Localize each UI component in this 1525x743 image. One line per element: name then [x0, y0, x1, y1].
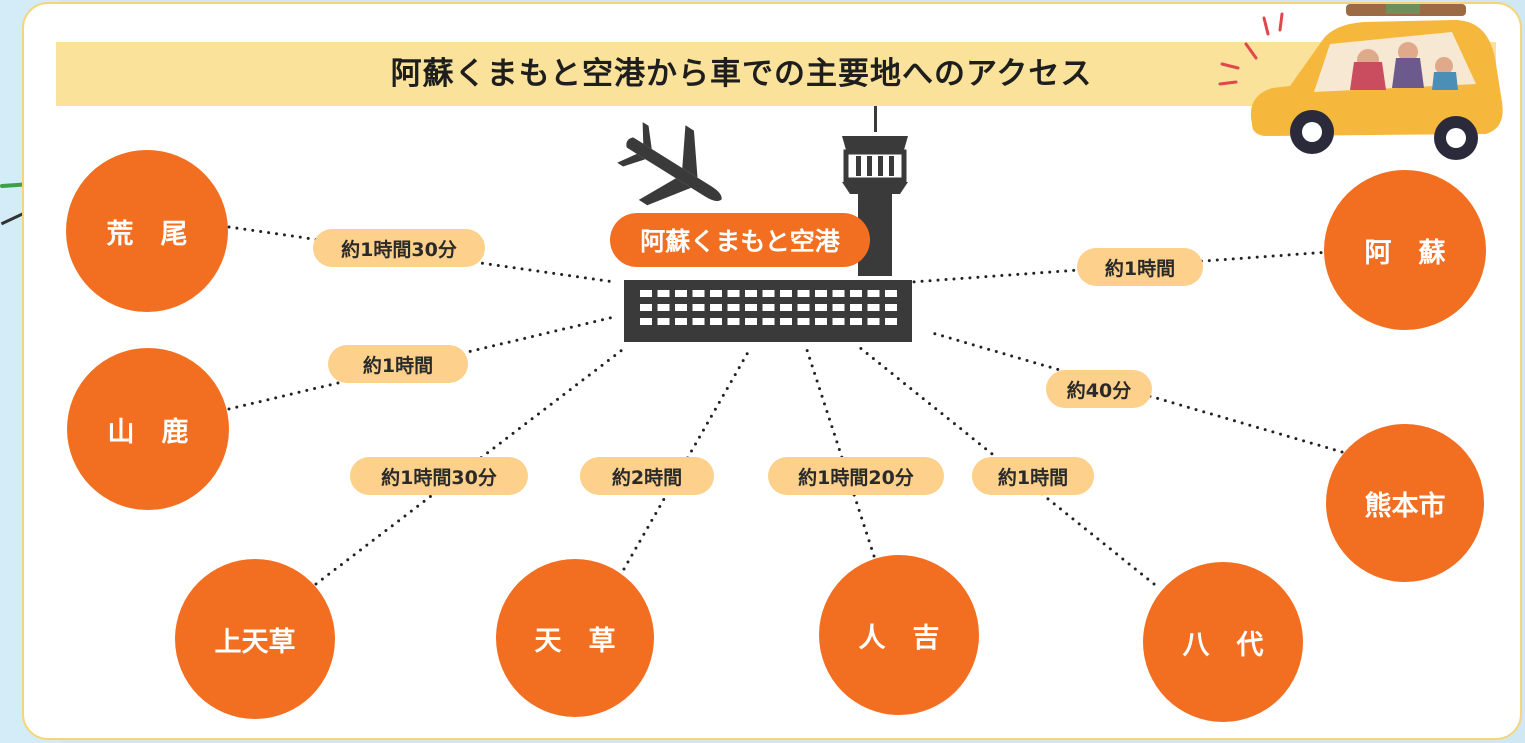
building-window [762, 318, 775, 325]
control-tower-icon [842, 106, 908, 276]
building-window [797, 304, 810, 311]
building-window [692, 304, 705, 311]
building-window [815, 290, 827, 297]
building-window [710, 290, 722, 297]
building-window [710, 318, 722, 325]
destination-node-yamaga: 山 鹿 [67, 348, 229, 510]
travel-time-hitoyoshi: 約1時間20分 [768, 457, 944, 495]
building-window [815, 318, 827, 325]
destination-node-kumamoto: 熊本市 [1326, 424, 1484, 582]
travel-time-kumamoto: 約40分 [1046, 370, 1152, 408]
building-window [867, 304, 880, 311]
connector-kamiamakusa [314, 345, 628, 586]
building-window [657, 290, 670, 297]
building-window [850, 304, 862, 311]
building-window [727, 318, 740, 325]
building-window [832, 290, 845, 297]
travel-time-yamaga: 約1時間 [328, 345, 468, 383]
building-window [762, 304, 775, 311]
building-window [727, 304, 740, 311]
page-title: 阿蘇くまもと空港から車での主要地へのアクセス [390, 56, 1093, 92]
connector-hitoyoshi [804, 345, 876, 558]
destination-node-kamiamakusa: 上天草 [175, 559, 335, 719]
building-window [727, 290, 740, 297]
destination-node-hitoyoshi: 人 吉 [819, 555, 979, 715]
title-banner [56, 42, 1496, 106]
building-window [692, 318, 705, 325]
building-window [745, 290, 757, 297]
access-diagram-card: 阿蘇くまもと空港から車での主要地へのアクセス [22, 2, 1522, 740]
travel-time-amakusa: 約2時間 [580, 457, 714, 495]
building-window [675, 290, 687, 297]
travel-time-aso: 約1時間 [1077, 248, 1203, 286]
building-window [692, 290, 705, 297]
building-window [850, 290, 862, 297]
building-window [640, 290, 652, 297]
building-window [832, 304, 845, 311]
building-window [850, 318, 862, 325]
airport-label: 阿蘇くまもと空港 [610, 213, 870, 267]
building-window [640, 318, 652, 325]
building-window [745, 318, 757, 325]
building-window [657, 318, 670, 325]
travel-time-kamiamakusa: 約1時間30分 [350, 457, 528, 495]
building-window [815, 304, 827, 311]
building-window [885, 318, 897, 325]
building-window [675, 318, 687, 325]
building-window [867, 290, 880, 297]
destination-node-yatsushiro: 八 代 [1143, 562, 1303, 722]
building-window [640, 304, 652, 311]
terminal-building-icon [624, 280, 912, 342]
building-window [762, 290, 775, 297]
building-window [867, 318, 880, 325]
building-window [885, 304, 897, 311]
destination-node-aso: 阿 蘇 [1324, 170, 1486, 330]
building-window [675, 304, 687, 311]
connector-yatsushiro [857, 345, 1156, 586]
destination-node-amakusa: 天 草 [496, 559, 654, 717]
travel-time-arao: 約1時間30分 [313, 229, 485, 267]
building-window [657, 304, 670, 311]
building-window [780, 290, 792, 297]
connector-arao [227, 225, 616, 284]
building-window [885, 290, 897, 297]
travel-time-yatsushiro: 約1時間 [972, 457, 1094, 495]
building-window [832, 318, 845, 325]
building-window [780, 304, 792, 311]
building-window [797, 290, 810, 297]
airplane-icon [617, 122, 722, 206]
building-window [745, 304, 757, 311]
building-window [780, 318, 792, 325]
building-window [797, 318, 810, 325]
destination-node-arao: 荒 尾 [66, 150, 228, 312]
family-car-icon [1218, 4, 1503, 160]
building-window [710, 304, 722, 311]
